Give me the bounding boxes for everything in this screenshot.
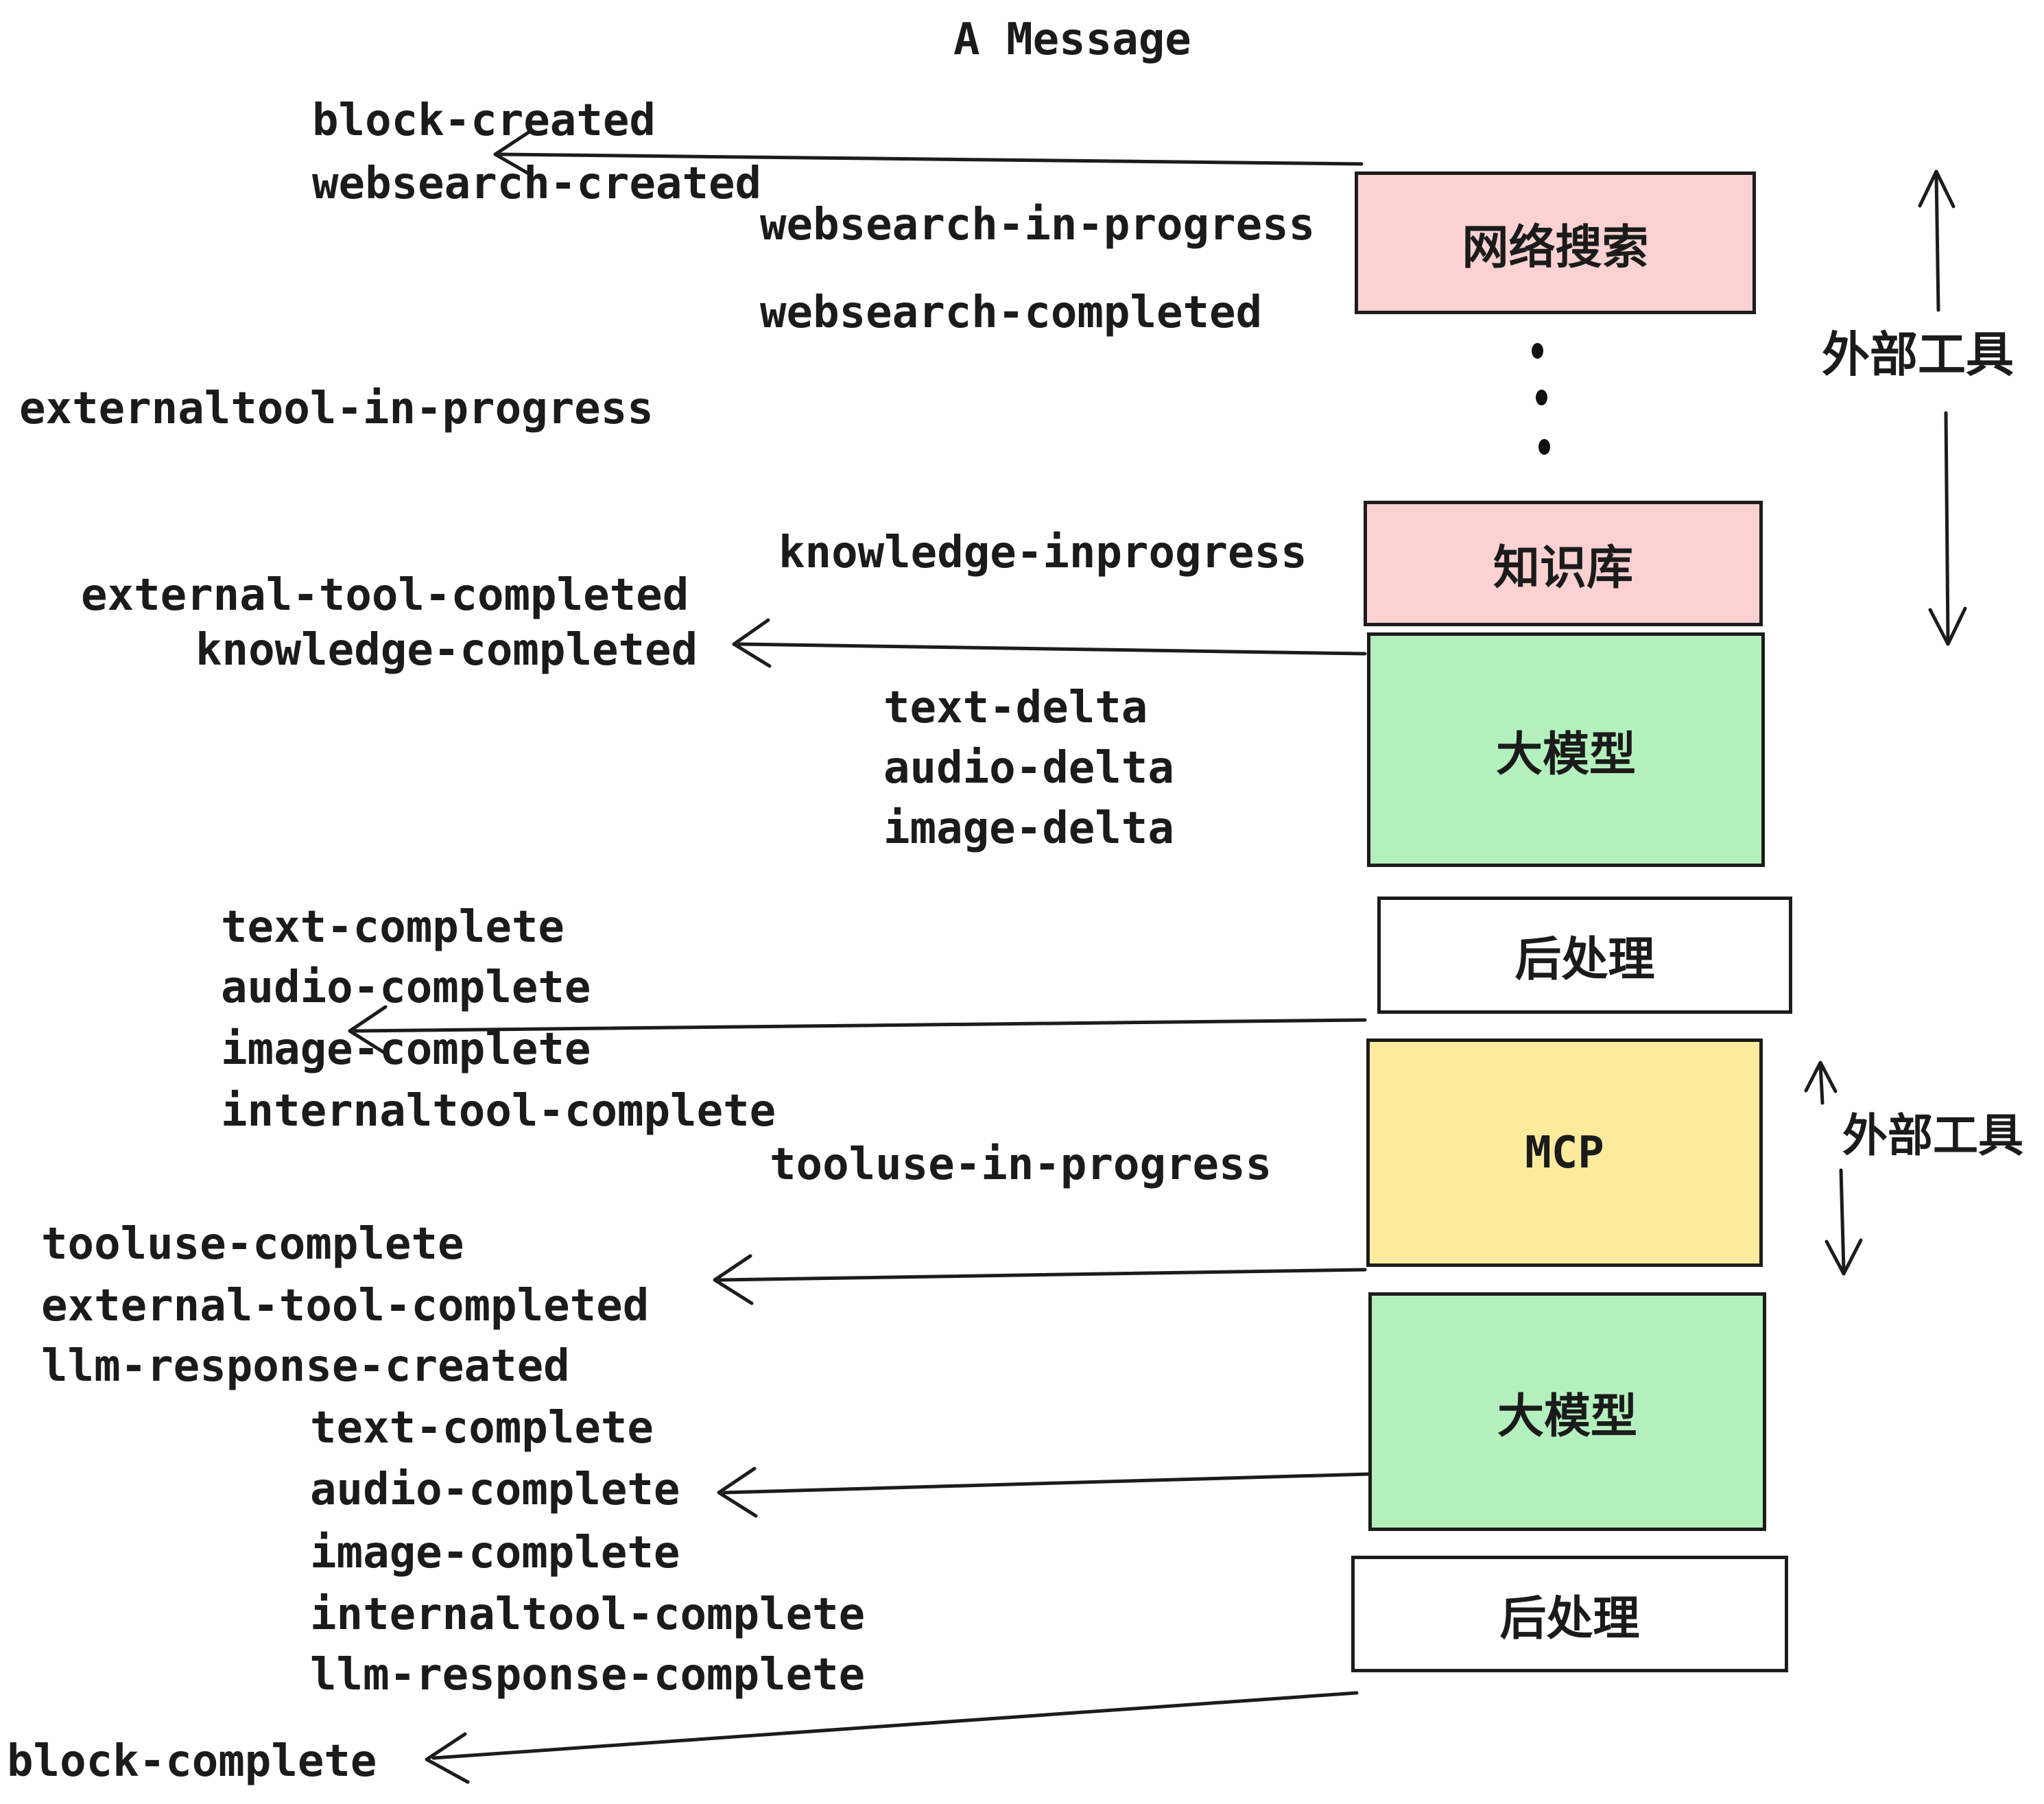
external-tools-2-arrow-up [1818,1063,1825,1105]
event-text-delta: text-delta [883,683,1148,733]
event-internaltool-complete: internaltool-complete [221,1086,776,1137]
side-label-external-tools-1: 外部工具 [1822,328,2014,381]
event-internaltool-complete-2: internaltool-complete [310,1589,866,1640]
box-knowledge-base-label: 知识库 [1493,542,1633,594]
event-tooluse-in-progress: tooluse-in-progress [770,1139,1272,1190]
side-label-external-tools-2: 外部工具 [1842,1110,2023,1161]
event-image-delta: image-delta [883,803,1174,854]
external-tools-2-arrow-down [1839,1168,1846,1272]
event-image-complete: image-complete [221,1024,591,1075]
box-postprocess-2: 后处理 [1351,1556,1788,1672]
box-web-search: 网络搜索 [1355,171,1756,314]
event-text-complete-2: text-complete [310,1403,654,1453]
event-websearch-created: websearch-created [312,158,762,209]
event-tooluse-complete: tooluse-complete [41,1219,464,1270]
box-postprocess-1: 后处理 [1377,897,1792,1014]
event-audio-complete-2: audio-complete [310,1464,680,1515]
event-external-tool-completed: external-tool-completed [81,570,689,621]
external-tools-1-arrow-down [1944,411,1950,643]
event-audio-delta: audio-delta [883,743,1174,794]
box-web-search-label: 网络搜索 [1462,221,1649,274]
arrow-to-tooluse-complete-head [713,1254,754,1305]
page-title: A Message [953,14,1191,65]
event-block-complete: block-complete [7,1736,377,1787]
arrow-to-block-complete [431,1691,1359,1760]
ellipsis-dot [1538,439,1550,455]
event-knowledge-completed: knowledge-completed [195,625,698,676]
event-external-tool-completed-2: external-tool-completed [41,1281,650,1331]
event-knowledge-inprogress: knowledge-inprogress [779,527,1307,578]
arrow-to-block-complete-head [425,1732,470,1784]
event-block-created: block-created [312,95,656,146]
external-tools-2-arrow-down-head [1825,1238,1863,1276]
external-tools-1-arrow-up-head [1918,169,1956,209]
arrow-to-knowledge-completed-head [732,618,772,668]
external-tools-1-arrow-up [1934,172,1940,312]
box-mcp: MCP [1366,1039,1763,1267]
external-tools-2-arrow-up-head [1804,1060,1838,1093]
event-text-complete: text-complete [221,902,565,953]
box-llm-2-label: 大模型 [1497,1390,1637,1443]
box-knowledge-base: 知识库 [1364,501,1763,626]
event-llm-response-created: llm-response-created [41,1341,570,1392]
box-postprocess-2-label: 后处理 [1499,1592,1640,1645]
box-postprocess-1-label: 后处理 [1514,934,1655,986]
event-websearch-completed: websearch-completed [760,287,1263,338]
ellipsis-dot [1536,390,1547,405]
arrow-to-audio-complete-head [717,1467,758,1518]
event-image-complete-2: image-complete [310,1528,680,1578]
box-llm-2: 大模型 [1368,1292,1766,1531]
ellipsis-dot [1532,343,1543,359]
event-websearch-in-progress: websearch-in-progress [760,200,1316,250]
arrow-to-tooluse-complete [718,1268,1367,1282]
arrow-to-audio-complete [722,1472,1370,1495]
event-llm-response-complete: llm-response-complete [310,1650,866,1700]
event-externaltool-in-progress: externaltool-in-progress [19,383,654,434]
arrow-to-knowledge-completed [737,642,1367,656]
box-llm-1-label: 大模型 [1495,728,1636,781]
external-tools-1-arrow-down-head [1928,606,1967,646]
event-audio-complete: audio-complete [221,962,591,1013]
box-llm-1: 大模型 [1367,632,1765,867]
box-mcp-label: MCP [1525,1127,1604,1178]
